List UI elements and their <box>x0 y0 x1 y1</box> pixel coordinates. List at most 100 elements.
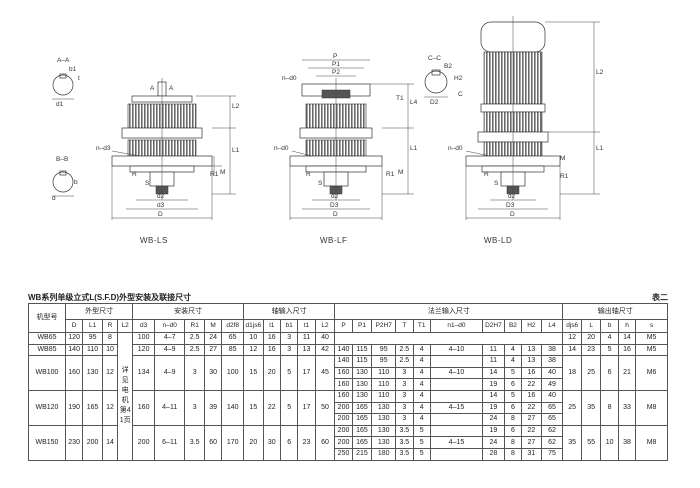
table-cell: 4 <box>412 401 431 415</box>
svg-text:L1: L1 <box>410 145 418 152</box>
technical-drawings: .ln{stroke:#333;stroke-width:0.7;fill:no… <box>52 16 604 220</box>
table-cell: 10 <box>600 424 619 461</box>
table-cell: 3 <box>184 355 205 391</box>
table-cell: 160 <box>334 378 353 391</box>
table-cell: 95 <box>371 343 397 357</box>
table-cell: 27 <box>203 343 223 357</box>
table-cell: 40 <box>540 366 564 380</box>
svg-text:d2: d2 <box>508 193 516 200</box>
svg-text:T1: T1 <box>396 95 404 102</box>
table-cell: 24 <box>203 332 223 345</box>
table-cell: 3.5 <box>184 424 205 461</box>
svg-text:H2: H2 <box>454 75 463 82</box>
table-cell: 4–15 <box>429 436 484 449</box>
table-cell: 110 <box>82 343 103 357</box>
column-subheader: B2 <box>503 319 523 333</box>
column-subheader: djs6 <box>562 319 582 333</box>
table-cell: 6 <box>503 424 523 438</box>
column-subheader: H2 <box>521 319 542 333</box>
table-cell: 3 <box>395 378 414 391</box>
table-cell: 4–15 <box>429 401 484 415</box>
svg-text:n–d0: n–d0 <box>282 75 297 82</box>
table-cell: 65 <box>221 332 245 345</box>
table-cell: 140 <box>221 389 245 426</box>
table-cell: 31 <box>521 447 542 461</box>
svg-text:D: D <box>158 211 163 218</box>
table-cell: 20 <box>580 332 602 345</box>
svg-text:P2: P2 <box>332 69 340 76</box>
column-subheader: n–d0 <box>153 319 186 333</box>
table-cell: 27 <box>521 413 542 426</box>
table-cell: 85 <box>221 343 245 357</box>
table-cell: 100 <box>132 332 155 345</box>
svg-text:A: A <box>150 85 155 92</box>
table-cell: 17 <box>297 389 316 426</box>
column-header: 输出轴尺寸 <box>562 303 668 320</box>
table-cell: 4 <box>412 378 431 391</box>
table-cell: 11 <box>482 343 505 357</box>
column-subheader: T <box>395 319 414 333</box>
table-cell: 165 <box>351 436 373 449</box>
table-cell: 115 <box>351 355 373 368</box>
table-title: WB系列单级立式L(S.F.D)外型安装及联接尺寸 <box>28 293 192 302</box>
column-subheader: L2 <box>314 319 336 333</box>
svg-text:D: D <box>510 211 515 218</box>
column-subheader: L <box>580 319 602 333</box>
table-cell: 6 <box>503 378 523 391</box>
table-cell: M6 <box>635 355 668 391</box>
table-cell: 16 <box>521 366 542 380</box>
svg-text:R: R <box>132 171 137 178</box>
table-cell: 200 <box>334 424 353 438</box>
svg-text:D: D <box>333 211 338 218</box>
table-cell: 18 <box>562 355 582 391</box>
table-cell: 3 <box>184 389 205 426</box>
svg-text:R1: R1 <box>210 171 219 178</box>
table-cell: 3.5 <box>395 424 414 438</box>
svg-text:M: M <box>560 155 565 162</box>
caption-wb-ls: WB-LS <box>140 236 168 245</box>
svg-text:M: M <box>220 169 225 176</box>
table-cell: 5 <box>279 389 299 426</box>
table-cell: 110 <box>371 366 397 380</box>
table-cell: 62 <box>540 436 564 449</box>
table-cell: 190 <box>64 389 84 426</box>
table-cell: 250 <box>334 447 353 461</box>
table-cell: 35 <box>580 389 602 426</box>
svg-text:S: S <box>145 180 150 187</box>
svg-text:d2: d2 <box>157 193 165 200</box>
svg-text:d1: d1 <box>56 101 64 108</box>
table-cell: 3.5 <box>395 436 414 449</box>
table-cell: 4–10 <box>429 366 484 380</box>
table-cell: 2.5 <box>395 343 414 357</box>
table-cell: 55 <box>580 424 602 461</box>
table-cell: 130 <box>351 389 373 403</box>
table-cell: 13 <box>521 355 542 368</box>
svg-text:A: A <box>169 85 174 92</box>
table-cell: 39 <box>203 389 223 426</box>
svg-text:L1: L1 <box>596 145 604 152</box>
column-subheader: d3 <box>132 319 155 333</box>
table-cell: 165 <box>351 401 373 415</box>
table-cell: 5 <box>503 389 523 403</box>
table-cell: 5 <box>279 355 299 391</box>
table-cell: 23 <box>297 424 316 461</box>
column-header: 法兰输入尺寸 <box>334 303 564 320</box>
svg-text:R1: R1 <box>560 173 569 180</box>
table-cell: 165 <box>82 389 103 426</box>
table-cell: 230 <box>64 424 84 461</box>
table-cell: 4–9 <box>153 355 186 391</box>
table-cell: 130 <box>351 366 373 380</box>
table-cell: 25 <box>580 355 602 391</box>
table-cell: 19 <box>482 378 505 391</box>
table-cell: 13 <box>521 343 542 357</box>
table-cell: 30 <box>203 355 223 391</box>
table-cell: 38 <box>540 343 564 357</box>
table-cell: 62 <box>540 424 564 438</box>
column-subheader: L1 <box>82 319 103 333</box>
table-cell: 6 <box>503 401 523 415</box>
table-cell: 8 <box>503 436 523 449</box>
table-cell: 33 <box>617 389 637 426</box>
